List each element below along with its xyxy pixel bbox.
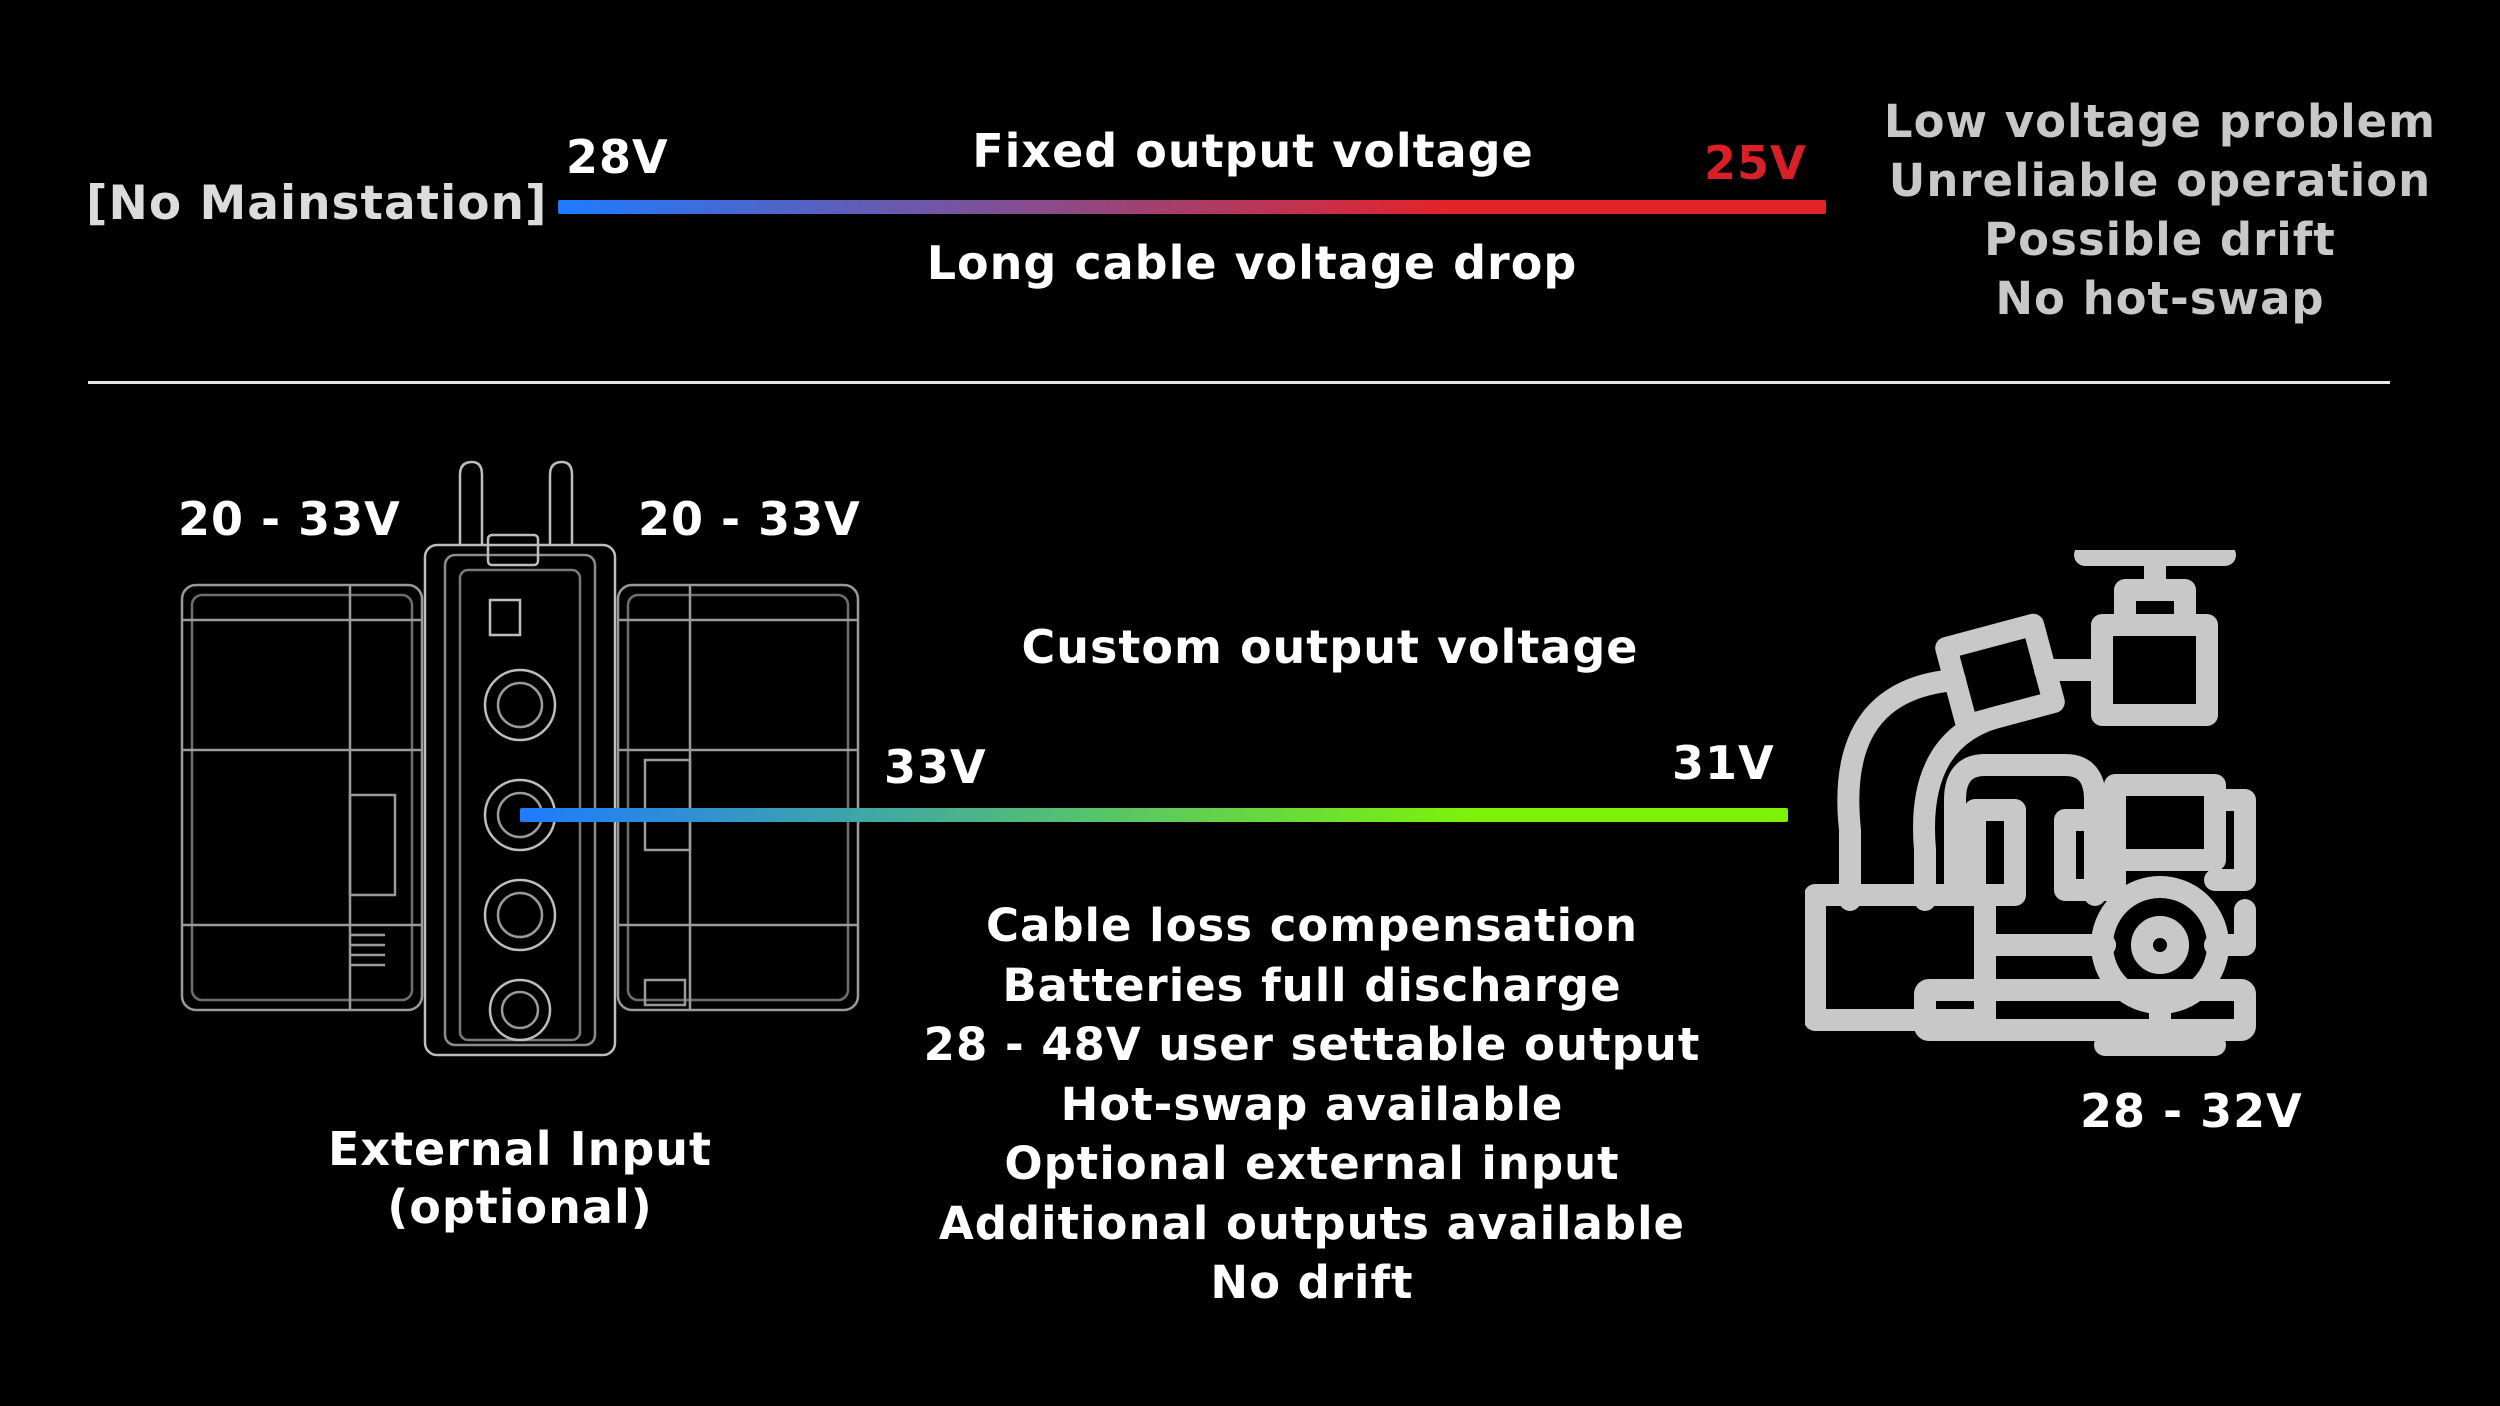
feature-item: No drift xyxy=(1210,1256,1414,1309)
top-start-voltage: 28V xyxy=(566,130,669,184)
no-mainstation-label: [No Mainstation] xyxy=(86,176,548,231)
bottom-end-voltage: 31V xyxy=(1672,736,1775,790)
top-problems-list: Low voltage problem Unreliable operation… xyxy=(1884,92,2436,328)
camera-crane-icon xyxy=(1805,550,2256,1056)
external-input-label: External Input (optional) xyxy=(328,1120,712,1236)
problem-item: Low voltage problem xyxy=(1883,95,2437,148)
external-input-line: External Input xyxy=(327,1122,713,1176)
problem-item: No hot-swap xyxy=(1995,272,2325,325)
feature-item: 28 - 48V user settable output xyxy=(923,1018,1701,1071)
feature-item: Cable loss compensation xyxy=(985,899,1639,952)
feature-item: Batteries full discharge xyxy=(1002,958,1622,1012)
battery-mainstation-icon xyxy=(180,460,860,1057)
top-end-voltage: 25V xyxy=(1704,136,1807,190)
external-input-line: (optional) xyxy=(387,1180,653,1234)
bottom-start-voltage: 33V xyxy=(884,740,987,794)
problem-item: Unreliable operation xyxy=(1888,154,2432,207)
feature-item: Hot-swap available xyxy=(1060,1077,1564,1131)
feature-item: Optional external input xyxy=(1004,1137,1620,1190)
top-voltage-bar xyxy=(558,200,1826,214)
bottom-voltage-bar xyxy=(520,808,1788,822)
custom-output-title: Custom output voltage xyxy=(1021,620,1639,674)
load-voltage: 28 - 32V xyxy=(2080,1084,2303,1138)
features-list: Cable loss compensation Batteries full d… xyxy=(924,896,1701,1313)
feature-item: Additional outputs available xyxy=(938,1196,1686,1250)
problem-item: Possible drift xyxy=(1984,213,2336,266)
input-right-voltage: 20 - 33V xyxy=(638,492,861,546)
section-divider xyxy=(88,381,2390,384)
top-subtitle: Long cable voltage drop xyxy=(926,236,1578,290)
input-left-voltage: 20 - 33V xyxy=(178,492,401,546)
top-title: Fixed output voltage xyxy=(972,124,1534,178)
